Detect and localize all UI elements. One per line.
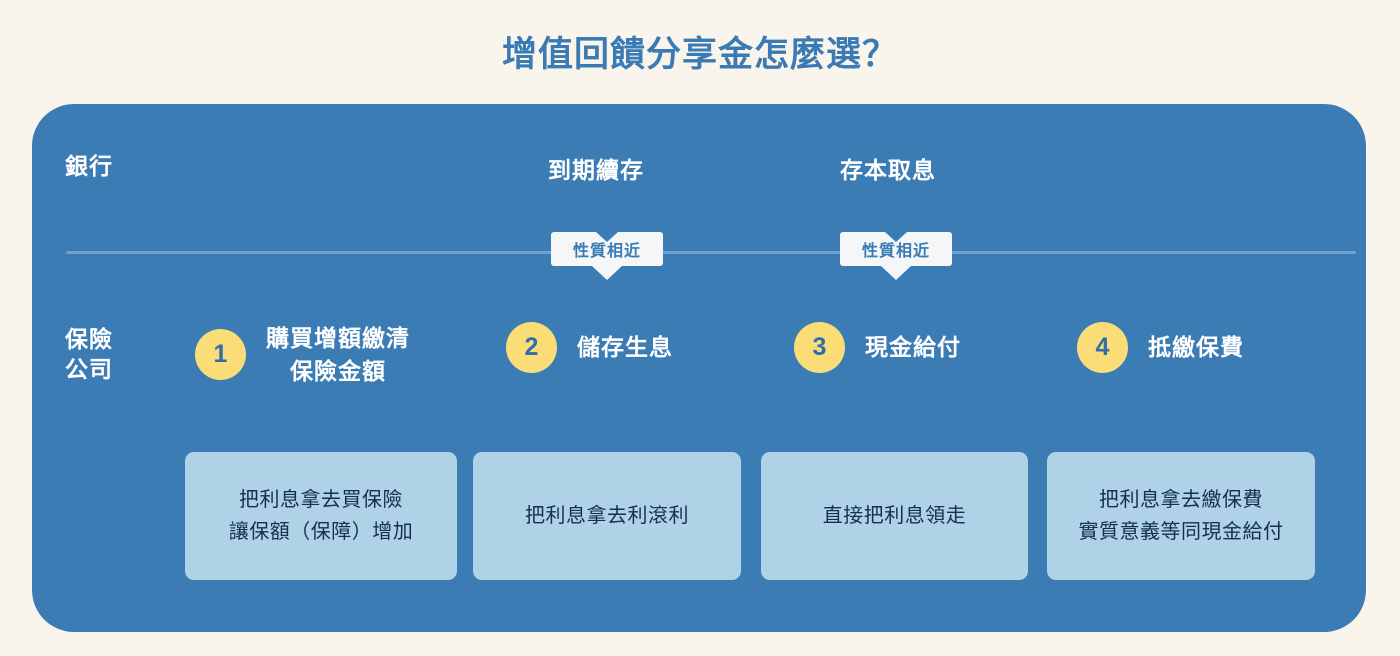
- description-card-2: 把利息拿去利滾利: [473, 452, 741, 580]
- option-4-number: 4: [1077, 322, 1128, 373]
- option-1: 1 購買增額繳清 保險金額: [195, 322, 410, 387]
- description-card-3: 直接把利息領走: [761, 452, 1028, 580]
- description-card-4-line1: 把利息拿去繳保費: [1099, 488, 1263, 511]
- similarity-badge-1-label: 性質相近: [572, 243, 641, 260]
- description-card-4-line2: 實質意義等同現金給付: [1078, 521, 1284, 543]
- description-card-2-line1: 把利息拿去利滾利: [525, 504, 689, 527]
- option-1-label: 購買增額繳清 保險金額: [266, 322, 410, 387]
- description-card-3-line1: 直接把利息領走: [822, 504, 967, 527]
- bank-product-2: 存本取息: [840, 157, 936, 183]
- description-card-4: 把利息拿去繳保費 實質意義等同現金給付: [1047, 452, 1315, 580]
- badge-notch-icon: [596, 232, 618, 242]
- similarity-badge-2: 性質相近: [840, 232, 952, 284]
- badge-pointer-icon: [881, 266, 911, 280]
- badge-pointer-icon: [592, 266, 622, 280]
- bank-product-1: 到期續存: [548, 157, 644, 183]
- similarity-badge-2-label: 性質相近: [861, 243, 930, 260]
- option-1-label-line1: 購買增額繳清: [266, 325, 410, 351]
- similarity-badge-1-box: 性質相近: [551, 232, 663, 266]
- option-4-label: 抵繳保費: [1148, 334, 1244, 361]
- row-label-insurance-line2: 公司: [65, 356, 113, 383]
- page-title: 增值回饋分享金怎麼選？: [501, 35, 898, 74]
- option-2-label: 儲存生息: [577, 334, 673, 361]
- similarity-badge-1: 性質相近: [551, 232, 663, 284]
- option-2: 2 儲存生息: [506, 322, 673, 373]
- row-label-insurance: 保險 公司: [65, 324, 113, 385]
- badge-notch-icon: [885, 232, 907, 242]
- row-label-bank: 銀行: [65, 153, 113, 179]
- option-3-label: 現金給付: [865, 334, 961, 361]
- option-3-number: 3: [794, 322, 845, 373]
- option-3: 3 現金給付: [794, 322, 961, 373]
- option-1-number: 1: [195, 329, 246, 381]
- option-1-label-line2: 保險金額: [290, 357, 386, 384]
- description-card-1-line2: 讓保額（保障）增加: [228, 521, 414, 543]
- comparison-panel: 銀行 保險 公司 到期續存 存本取息 性質相近 性質相近 1 購買增額繳清 保險…: [32, 104, 1366, 632]
- description-card-1: 把利息拿去買保險 讓保額（保障）增加: [185, 452, 457, 580]
- option-2-number: 2: [506, 322, 557, 373]
- section-divider: [66, 251, 1356, 254]
- row-label-insurance-line1: 保險: [65, 326, 113, 352]
- option-4: 4 抵繳保費: [1077, 322, 1244, 373]
- description-card-1-line1: 把利息拿去買保險: [239, 488, 403, 511]
- similarity-badge-2-box: 性質相近: [840, 232, 952, 266]
